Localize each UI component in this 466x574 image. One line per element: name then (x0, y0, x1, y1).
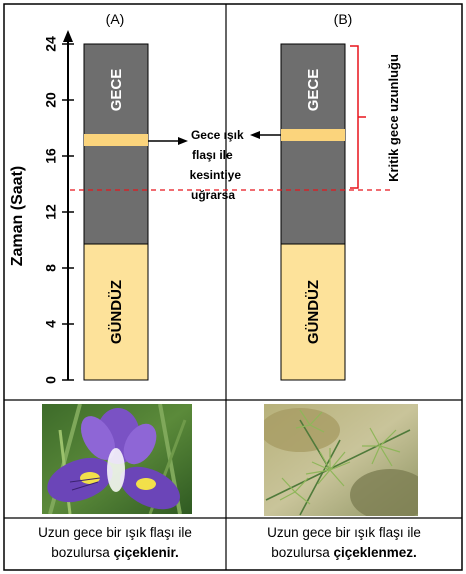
y-tick-label: 24 (43, 36, 59, 52)
caption-left-prefix: bozulursa (51, 545, 114, 560)
iris-flower-photo (42, 404, 192, 514)
panel-a-label: (A) (106, 11, 125, 27)
caption-right-result: çiçeklenmez. (333, 545, 417, 560)
y-tick-label: 12 (43, 204, 59, 220)
conifer-sprig-photo (264, 404, 418, 516)
bar-b: GECE GÜNDÜZ (280, 43, 346, 381)
flash-annotation-line-1: Gece ışık (191, 128, 244, 142)
y-tick-label: 16 (43, 148, 59, 164)
bar-a-day-label: GÜNDÜZ (108, 280, 125, 344)
flash-annotation-line-4: uğrarsa (191, 188, 235, 202)
caption-right-line-1: Uzun gece bir ışık flaşı ile (267, 525, 421, 540)
flash-annotation-line-2: flaşı ile (192, 148, 233, 162)
y-axis-arrowhead (63, 30, 73, 42)
bar-b-light-flash (281, 129, 345, 141)
y-axis-title: Zaman (Saat) (9, 166, 26, 266)
flash-annotation-line-3: kesintiye (190, 168, 242, 182)
critical-night-bracket (350, 45, 359, 189)
y-tick-label: 0 (43, 376, 59, 384)
caption-right-line-2: bozulursa çiçeklenmez. (228, 543, 460, 563)
bar-a-day (83, 243, 149, 381)
flash-annotation: Gece ışık flaşı ile kesintiye uğrarsa (190, 128, 247, 202)
bar-b-night-label: GECE (305, 69, 322, 112)
bar-a-night-label: GECE (108, 69, 125, 112)
outer-border (3, 3, 463, 571)
bar-b-night (280, 43, 346, 245)
bar-a-light-flash (84, 134, 148, 146)
flash-arrow-left-head (178, 137, 188, 145)
bar-b-day (280, 243, 346, 381)
caption-left-result: çiçeklenir. (113, 545, 179, 560)
flash-arrow-right-head (250, 131, 260, 139)
y-tick-label: 20 (43, 92, 59, 108)
y-tick-label: 4 (43, 320, 59, 328)
caption-left-line-1: Uzun gece bir ışık flaşı ile (38, 525, 192, 540)
caption-right-prefix: bozulursa (271, 545, 334, 560)
caption-left: Uzun gece bir ışık flaşı ile bozulursa ç… (6, 523, 224, 563)
critical-night-label: Kritik gece uzunluğu (386, 54, 401, 182)
y-tick-label: 8 (43, 264, 59, 272)
bar-b-day-label: GÜNDÜZ (305, 280, 322, 344)
bar-a: GECE GÜNDÜZ (83, 43, 149, 381)
panel-b-label: (B) (334, 11, 353, 27)
caption-right: Uzun gece bir ışık flaşı ile bozulursa ç… (228, 523, 460, 563)
caption-left-line-2: bozulursa çiçeklenir. (6, 543, 224, 563)
y-axis-ticks: 0 4 8 12 16 20 24 (43, 36, 74, 384)
